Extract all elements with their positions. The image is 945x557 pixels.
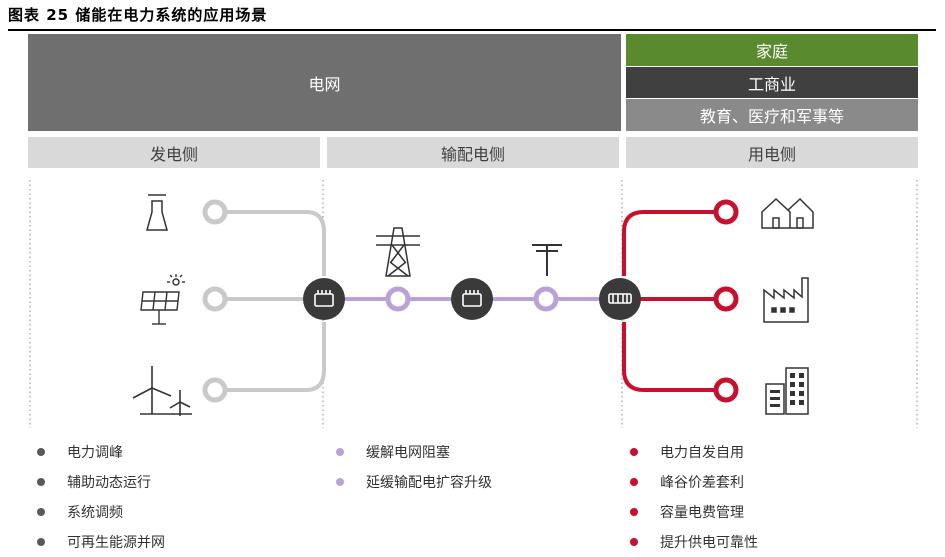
bullet-icon bbox=[37, 448, 45, 456]
transmission-side-header: 输配电侧 bbox=[327, 137, 619, 168]
figure-title: 图表 25 储能在电力系统的应用场景 bbox=[8, 6, 268, 24]
transmission-node-2 bbox=[533, 286, 559, 312]
transmission-tower-icon bbox=[376, 227, 420, 277]
transmission-node-1 bbox=[385, 286, 411, 312]
legend-text: 提升供电可靠性 bbox=[660, 535, 758, 551]
legend-text: 电力自发自用 bbox=[660, 445, 744, 461]
transmission-legend: 缓解电网阻塞 延缓输配电扩容升级 bbox=[336, 437, 492, 497]
grid-band: 电网 bbox=[28, 34, 621, 131]
bullet-icon bbox=[336, 478, 344, 486]
bullet-icon bbox=[630, 478, 638, 486]
home-segment: 家庭 bbox=[626, 34, 918, 66]
education-segment: 教育、医疗和军事等 bbox=[626, 99, 918, 131]
commercial-segment: 工商业 bbox=[626, 67, 918, 98]
legend-text: 辅助动态运行 bbox=[67, 475, 151, 491]
list-item: 电力调峰 bbox=[37, 437, 165, 467]
consumption-node-1 bbox=[713, 199, 739, 225]
power-plant-icon bbox=[146, 194, 168, 231]
bullet-icon bbox=[37, 538, 45, 546]
legend-text: 系统调频 bbox=[67, 505, 123, 521]
legend-text: 容量电费管理 bbox=[660, 505, 744, 521]
generation-node-3 bbox=[202, 377, 228, 403]
list-item: 容量电费管理 bbox=[630, 497, 758, 527]
list-item: 提升供电可靠性 bbox=[630, 527, 758, 557]
legend-text: 峰谷价差套利 bbox=[660, 475, 744, 491]
generation-legend: 电力调峰 辅助动态运行 系统调频 可再生能源并网 bbox=[37, 437, 165, 557]
generation-node-1 bbox=[202, 199, 228, 225]
list-item: 延缓输配电扩容升级 bbox=[336, 467, 492, 497]
utility-pole-icon bbox=[532, 244, 562, 276]
consumption-side-header: 用电侧 bbox=[626, 137, 918, 168]
storage-node-consumption bbox=[599, 278, 641, 320]
list-item: 辅助动态运行 bbox=[37, 467, 165, 497]
battery-storage-icon bbox=[462, 290, 482, 307]
bullet-icon bbox=[630, 448, 638, 456]
bullet-icon bbox=[630, 508, 638, 516]
solar-panel-icon bbox=[140, 274, 185, 325]
title-rule bbox=[8, 29, 936, 31]
legend-text: 电力调峰 bbox=[67, 445, 123, 461]
factory-icon bbox=[763, 277, 809, 323]
battery-storage-icon bbox=[608, 293, 632, 304]
consumption-lines bbox=[622, 210, 716, 392]
list-item: 可再生能源并网 bbox=[37, 527, 165, 557]
bullet-icon bbox=[37, 478, 45, 486]
consumption-node-3 bbox=[713, 377, 739, 403]
consumption-legend: 电力自发自用 峰谷价差套利 容量电费管理 提升供电可靠性 bbox=[630, 437, 758, 557]
legend-text: 缓解电网阻塞 bbox=[366, 445, 450, 461]
storage-node-generation bbox=[303, 278, 345, 320]
office-building-icon bbox=[765, 367, 809, 415]
list-item: 电力自发自用 bbox=[630, 437, 758, 467]
list-item: 系统调频 bbox=[37, 497, 165, 527]
list-item: 缓解电网阻塞 bbox=[336, 437, 492, 467]
generation-side-header: 发电侧 bbox=[28, 137, 320, 168]
wind-turbine-icon bbox=[132, 366, 192, 416]
house-icon bbox=[761, 197, 814, 229]
bullet-icon bbox=[336, 448, 344, 456]
generation-lines bbox=[226, 210, 326, 392]
storage-node-transmission bbox=[451, 278, 493, 320]
consumption-node-2 bbox=[713, 286, 739, 312]
battery-storage-icon bbox=[314, 290, 334, 307]
list-item: 峰谷价差套利 bbox=[630, 467, 758, 497]
bullet-icon bbox=[37, 508, 45, 516]
generation-node-2 bbox=[202, 286, 228, 312]
legend-text: 可再生能源并网 bbox=[67, 535, 165, 551]
legend-text: 延缓输配电扩容升级 bbox=[366, 475, 492, 491]
bullet-icon bbox=[630, 538, 638, 546]
